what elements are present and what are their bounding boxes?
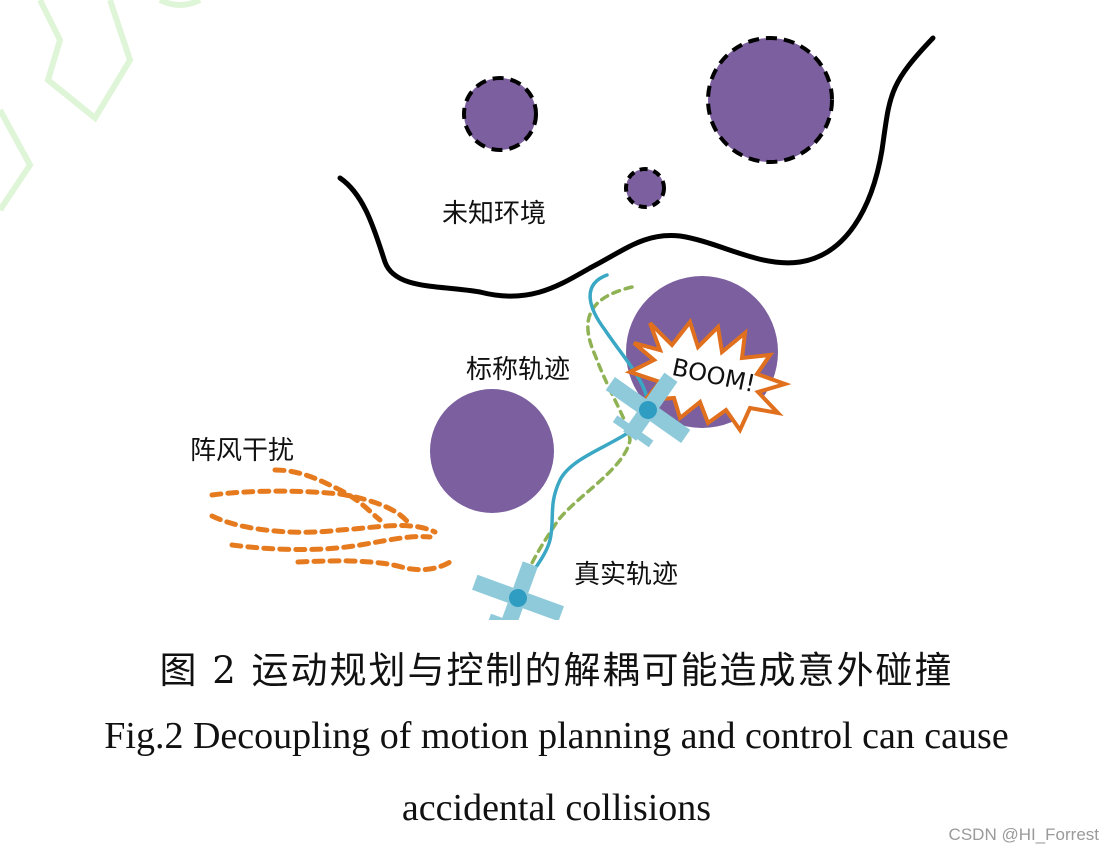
caption-chinese: 图 2 运动规划与控制的解耦可能造成意外碰撞 bbox=[159, 649, 954, 692]
nominal-trajectory bbox=[518, 285, 634, 600]
label-unknown-environment: 未知环境 bbox=[442, 199, 546, 229]
unknown-obstacle-tiny bbox=[624, 167, 666, 209]
gust-disturbance bbox=[209, 467, 453, 573]
obstacle-left bbox=[430, 389, 554, 513]
environment-boundary bbox=[337, 35, 936, 299]
caption-english-line-2: accidental collisions bbox=[401, 787, 712, 829]
background-decoration bbox=[0, 0, 202, 212]
label-gust: 阵风干扰 bbox=[190, 436, 294, 466]
unknown-obstacle-small bbox=[462, 76, 538, 152]
label-real-trajectory: 真实轨迹 bbox=[574, 560, 678, 590]
figure-diagram: 未知环境 BOOM! 标称轨迹 阵风干扰 真实轨迹 bbox=[0, 0, 936, 620]
real-trajectory bbox=[516, 273, 650, 600]
drone-collision bbox=[605, 372, 691, 448]
unknown-obstacle-large bbox=[706, 36, 834, 164]
watermark: CSDN @HI_Forrest bbox=[948, 825, 1099, 844]
drone-start bbox=[472, 561, 564, 620]
caption-english-line-1: Fig.2 Decoupling of motion planning and … bbox=[104, 715, 1009, 757]
boom-burst bbox=[624, 317, 792, 435]
label-nominal-trajectory: 标称轨迹 bbox=[466, 355, 570, 385]
